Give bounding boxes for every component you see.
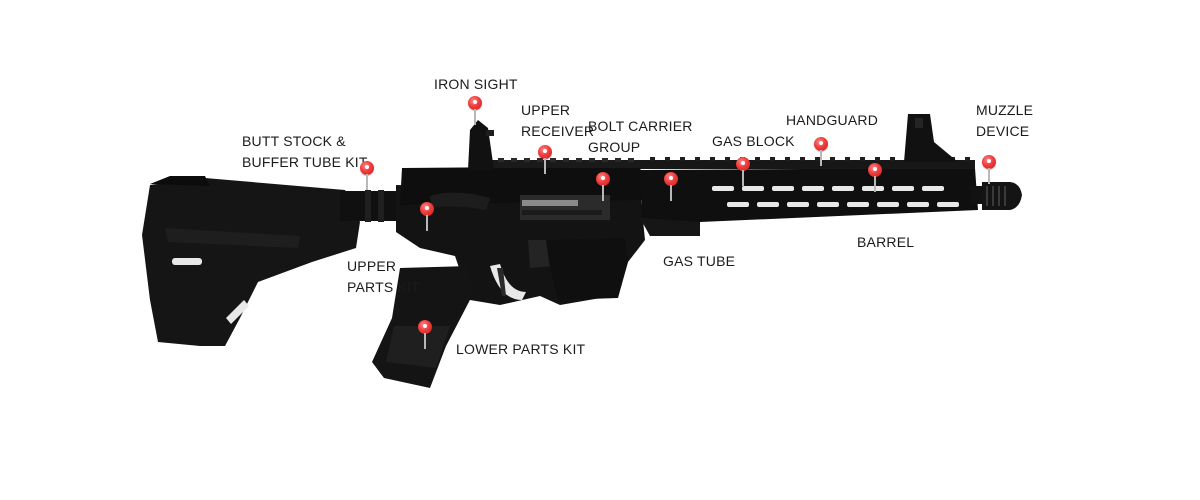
front-iron-sight-shape	[904, 114, 958, 162]
pin-barrel-icon[interactable]	[868, 163, 882, 193]
pin-bolt-carrier-group-icon[interactable]	[596, 172, 610, 202]
buffer-tube-shape	[340, 190, 405, 222]
label-butt-stock-buffer-tube-kit[interactable]: BUTT STOCK & BUFFER TUBE KIT	[242, 133, 368, 170]
butt-stock-shape	[142, 176, 360, 346]
pin-upper-parts-kit-icon[interactable]	[420, 202, 434, 232]
label-gas-block[interactable]: GAS BLOCK	[712, 133, 795, 149]
pin-butt-stock-icon[interactable]	[360, 161, 374, 191]
label-iron-sight[interactable]: IRON SIGHT	[434, 76, 518, 92]
label-gas-tube[interactable]: GAS TUBE	[663, 253, 736, 269]
label-lower-parts-kit[interactable]: LOWER PARTS KIT	[456, 341, 586, 357]
pin-handguard-icon[interactable]	[814, 137, 828, 167]
label-bolt-carrier-group[interactable]: BOLT CARRIER GROUP	[588, 118, 693, 155]
pin-gas-tube-icon[interactable]	[664, 172, 678, 202]
barrel-shape	[970, 186, 984, 204]
muzzle-device-shape	[982, 182, 1022, 210]
pin-upper-receiver-icon[interactable]	[538, 145, 552, 175]
label-upper-receiver[interactable]: UPPER RECEIVER	[521, 102, 595, 139]
pin-gas-block-icon[interactable]	[736, 157, 750, 187]
label-muzzle-device[interactable]: MUZZLE DEVICE	[976, 102, 1034, 139]
rear-iron-sight-shape	[468, 120, 494, 170]
pin-muzzle-device-icon[interactable]	[982, 155, 996, 185]
pin-iron-sight-icon[interactable]	[468, 96, 482, 126]
label-handguard[interactable]: HANDGUARD	[786, 112, 879, 128]
upper-receiver-shape	[400, 158, 645, 220]
label-upper-parts-kit[interactable]: UPPER PARTS KIT	[347, 258, 420, 295]
handguard-shape	[640, 157, 978, 236]
pin-lower-parts-kit-icon[interactable]	[418, 320, 432, 350]
label-barrel[interactable]: BARREL	[857, 234, 915, 250]
